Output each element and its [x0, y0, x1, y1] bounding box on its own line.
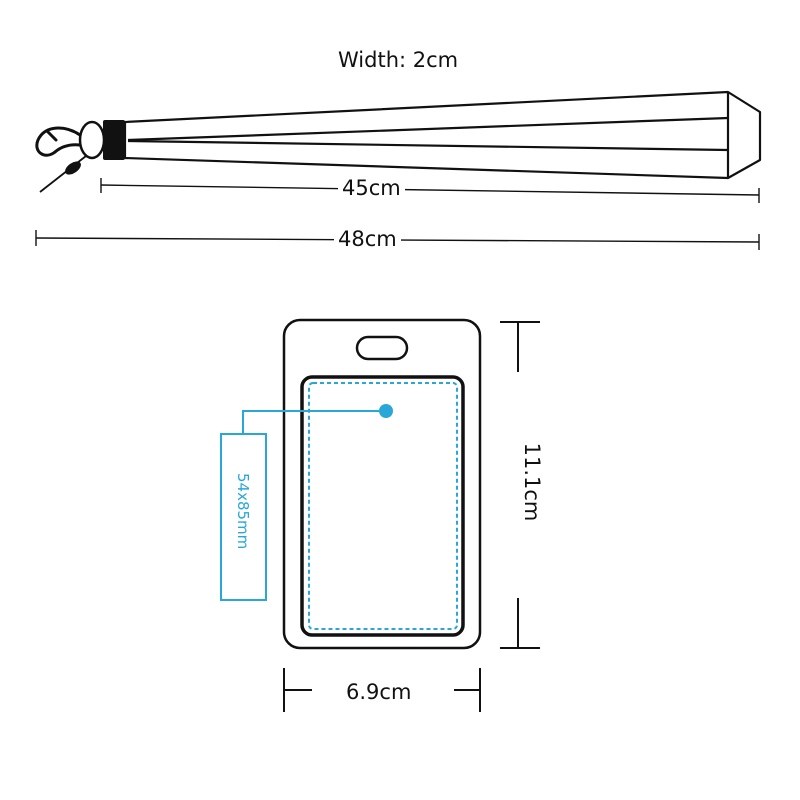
dimension-line-height — [500, 321, 540, 649]
split-ring — [78, 120, 106, 160]
card-size-label: 54x85mm — [234, 473, 252, 550]
total-length-label: 48cm — [334, 227, 401, 251]
card-insert-area — [220, 382, 458, 630]
dimension-line-45cm — [100, 178, 760, 203]
callout-leader — [242, 410, 386, 434]
lanyard-width-label: Width: 2cm — [338, 48, 459, 72]
strap-length-label: 45cm — [338, 176, 405, 200]
strap-clamp — [103, 120, 125, 160]
lobster-hook-icon — [35, 126, 82, 157]
badge-holder — [282, 318, 482, 650]
badge-height-label: 11.1cm — [520, 442, 544, 522]
phone-strap-tag — [39, 155, 87, 193]
card-size-box — [220, 433, 267, 601]
badge-width-label: 6.9cm — [346, 680, 412, 704]
lanyard-strap — [123, 90, 762, 180]
dimension-line-width — [283, 668, 481, 712]
